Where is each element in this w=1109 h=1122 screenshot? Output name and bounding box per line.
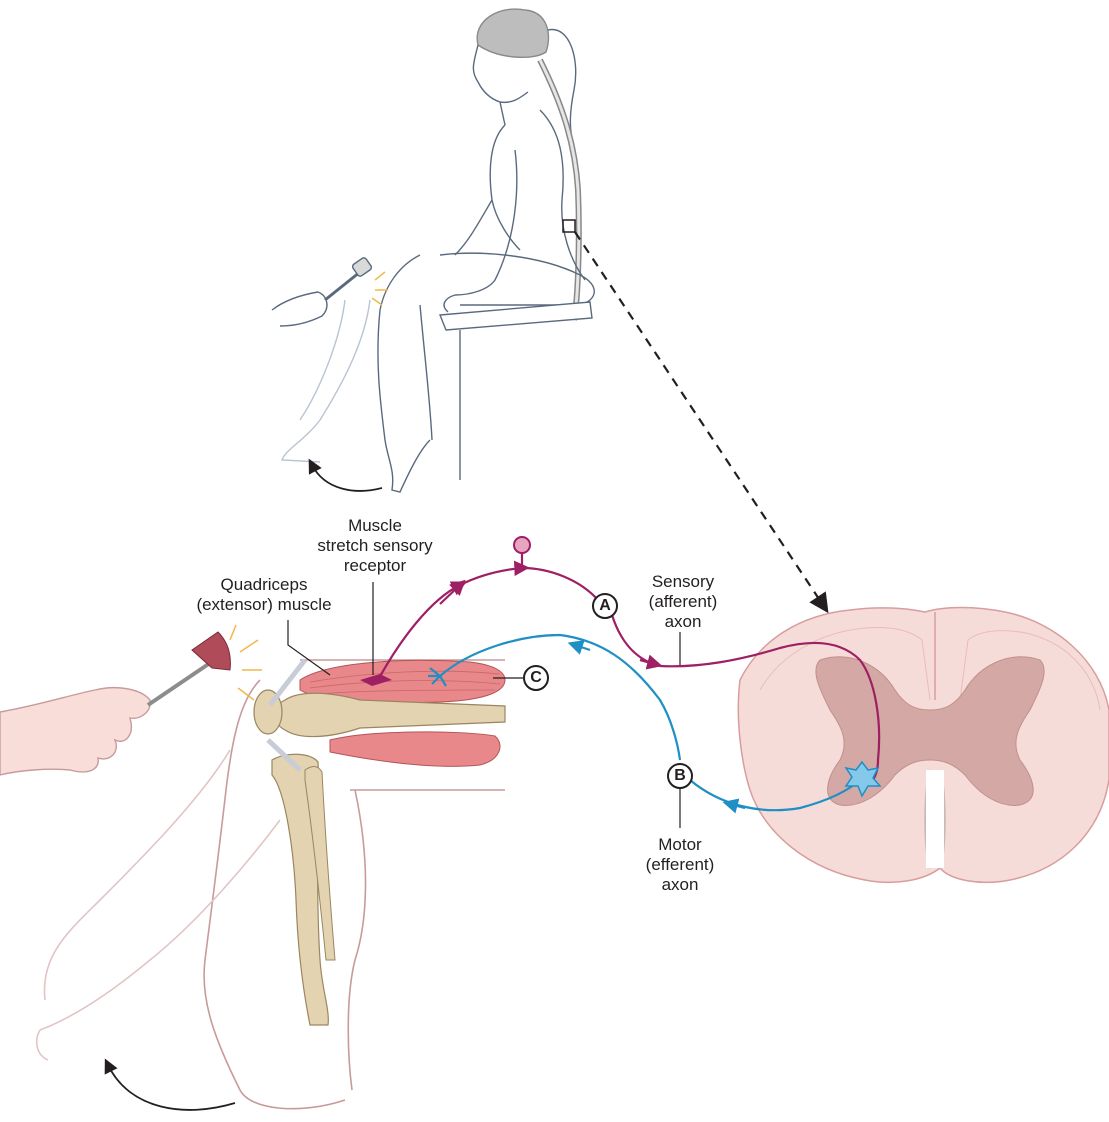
leg-swing-arrow-bottom: [108, 1065, 235, 1110]
spinal-cord-cross-section: [738, 608, 1109, 883]
seated-woman-figure: [272, 9, 594, 492]
leg-swing-arrow-top: [312, 465, 382, 491]
reflex-hammer-handle: [148, 663, 210, 705]
marker-c: C: [523, 665, 549, 691]
sensory-axon-label: Sensory (afferent) axon: [628, 572, 738, 632]
brain-icon: [477, 9, 548, 57]
reflex-hammer-head: [192, 632, 230, 670]
hamstring-muscle: [330, 732, 500, 766]
quadriceps-label: Quadriceps (extensor) muscle: [186, 575, 342, 615]
muscle-receptor-label: Muscle stretch sensory receptor: [313, 516, 437, 576]
spine-detail-box: [563, 220, 575, 232]
motor-axon-label: Motor (efferent) axon: [625, 835, 735, 895]
marker-a: A: [592, 593, 618, 619]
zoom-dashed-arrow: [575, 232, 823, 605]
marker-b: B: [667, 763, 693, 789]
impact-spark-icon-bottom: [230, 625, 262, 700]
tester-hand: [0, 688, 150, 775]
sensory-ganglion-cell: [514, 537, 530, 553]
impact-spark-icon: [372, 272, 388, 305]
quadriceps-leader-line: [288, 620, 330, 675]
